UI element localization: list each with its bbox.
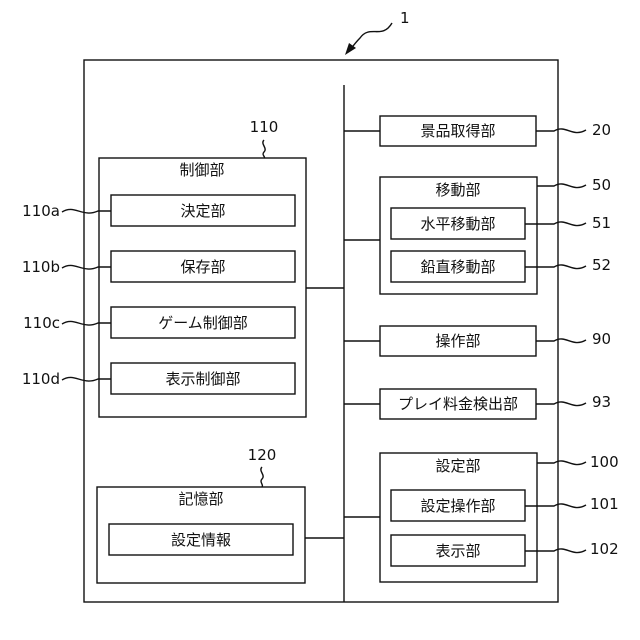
settings-operation-label: 設定操作部: [420, 497, 495, 515]
control-unit-ref: 110: [250, 118, 279, 136]
operation-unit: 操作部 90: [344, 326, 611, 356]
operation-unit-ref: 90: [592, 330, 611, 348]
prize-acquisition-label: 景品取得部: [420, 122, 495, 140]
game-control-part-label: ゲーム制御部: [158, 314, 248, 332]
device-ref-number: 1: [400, 9, 410, 27]
movement-unit: 移動部 50 水平移動部 51 鉛直移動部 52: [344, 176, 611, 294]
display-part-ref: 102: [590, 540, 619, 558]
movement-unit-title: 移動部: [435, 181, 480, 199]
horizontal-move-label: 水平移動部: [420, 215, 495, 233]
storage-unit-title: 記憶部: [178, 490, 223, 508]
control-unit-title: 制御部: [179, 161, 224, 179]
vertical-move-label: 鉛直移動部: [420, 258, 495, 276]
decision-part-ref: 110a: [22, 202, 60, 220]
save-part-label: 保存部: [180, 258, 225, 276]
decision-part-label: 決定部: [180, 202, 225, 220]
settings-unit-ref: 100: [590, 453, 619, 471]
display-part-label: 表示部: [435, 542, 480, 560]
display-control-part-ref: 110d: [22, 370, 60, 388]
control-unit: 制御部 110 決定部 110a 保存部 110b ゲーム制御部 110c 表示…: [22, 118, 344, 417]
game-control-part-ref: 110c: [23, 314, 60, 332]
settings-unit-title: 設定部: [435, 457, 480, 475]
storage-unit-ref: 120: [248, 446, 277, 464]
operation-unit-label: 操作部: [435, 332, 480, 350]
save-part-ref: 110b: [22, 258, 60, 276]
movement-unit-ref: 50: [592, 176, 611, 194]
play-fee-detection-ref: 93: [592, 393, 611, 411]
prize-acquisition-ref: 20: [592, 121, 611, 139]
settings-operation-ref: 101: [590, 495, 619, 513]
vertical-move-ref: 52: [592, 256, 611, 274]
play-fee-detection-unit: プレイ料金検出部 93: [344, 389, 611, 419]
prize-acquisition-unit: 景品取得部 20: [344, 116, 611, 146]
device-leader-line: [350, 23, 392, 50]
display-control-part-label: 表示制御部: [165, 370, 240, 388]
play-fee-detection-label: プレイ料金検出部: [398, 395, 518, 413]
device-reference: 1: [345, 9, 410, 55]
settings-unit: 設定部 100 設定操作部 101 表示部 102: [344, 453, 619, 582]
horizontal-move-ref: 51: [592, 214, 611, 232]
settings-info-label: 設定情報: [171, 531, 231, 549]
